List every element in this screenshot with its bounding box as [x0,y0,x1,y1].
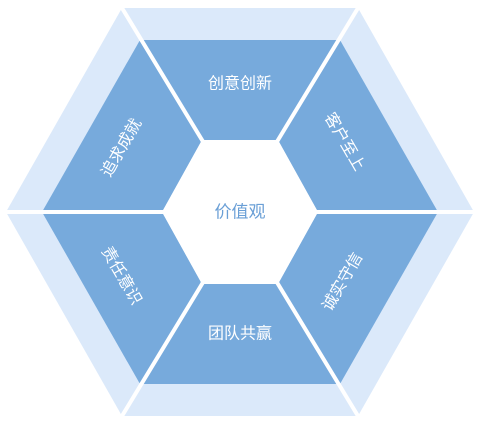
segment-lower-left [42,212,202,384]
segment-upper-left [42,40,202,212]
segment-lower-right [278,212,438,384]
divider-bottom-left [119,281,205,419]
segment-upper-right [278,40,438,212]
segment-label-top: 创意创新 [208,74,272,93]
divider-top-left [119,5,205,143]
divider-lines [4,5,476,419]
center-hexagon [162,140,318,284]
divider-bottom-right [275,281,361,419]
center-label: 价值观 [215,203,266,222]
segment-top [140,40,340,140]
segment-label-bottom: 团队共赢 [208,325,272,343]
segment-bottom [140,284,340,384]
divider-top-right [275,5,361,143]
